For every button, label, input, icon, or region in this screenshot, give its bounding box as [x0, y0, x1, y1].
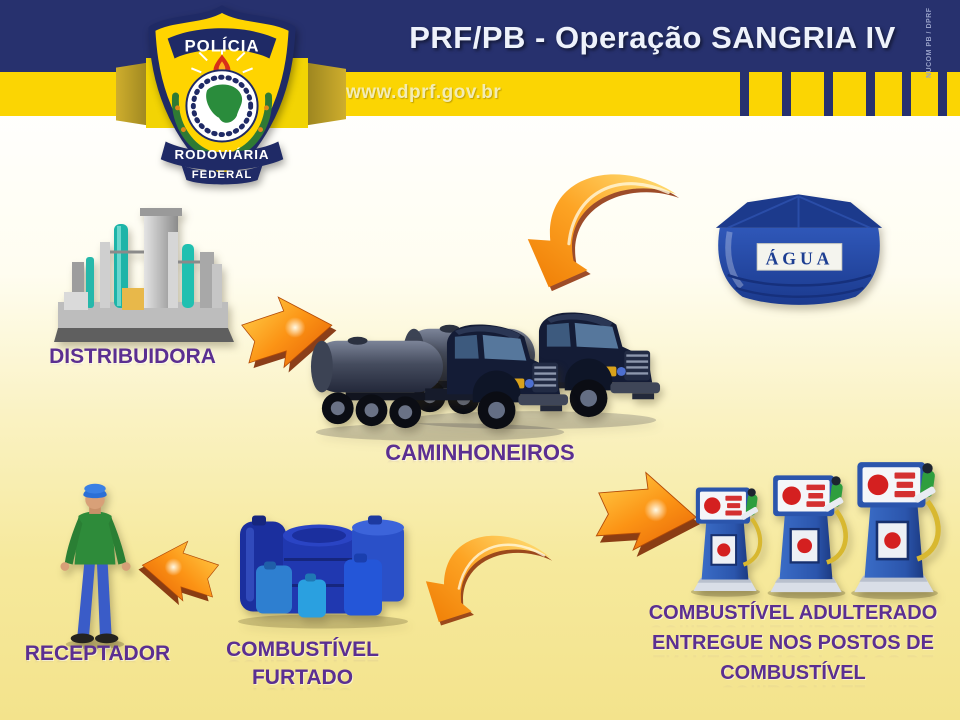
decor-bar	[938, 72, 947, 116]
fuel-pump-icon	[845, 443, 943, 603]
label-line: COMBUSTÍVEL ADULTERADO	[648, 602, 938, 624]
label-line: FURTADO	[251, 666, 354, 689]
label-distribuidora: DISTRIBUIDORA	[49, 345, 216, 368]
label-line: COMBUSTÍVEL	[720, 662, 866, 684]
decor-bar	[782, 72, 791, 116]
tanker-truck-left-icon	[306, 311, 574, 445]
fuel-pump-icon	[686, 472, 764, 600]
prf-badge-icon: POLÍCIA RODOVIÁRIA FEDERAL	[148, 5, 296, 185]
fuel-pump-icon	[762, 458, 850, 602]
label-receptador: RECEPTADOR	[24, 642, 171, 665]
receiver-person-illustration-icon	[60, 483, 131, 650]
label-combustivel-adulterado: COMBUSTÍVEL ADULTERADO ENTREGUE NOS POST…	[628, 598, 958, 688]
label-combustivel-furtado: COMBUSTÍVEL FURTADO	[210, 636, 395, 692]
water-tank-illustration-icon: ÁGUA	[715, 194, 883, 305]
arrow-left-icon	[134, 524, 230, 617]
swoosh-arrow-down-icon	[466, 163, 706, 295]
website-url: www.dprf.gov.br	[346, 82, 502, 103]
decor-bar	[740, 72, 749, 116]
badge-rodoviaria-text: RODOVIÁRIA	[174, 147, 269, 162]
blue-drums-illustration-icon	[238, 515, 408, 629]
water-tank-label: ÁGUA	[766, 248, 834, 268]
label-line: ENTREGUE NOS POSTOS DE	[652, 632, 934, 654]
decor-bar	[824, 72, 833, 116]
credit-vertical-text: NUCOM PB / DPRF	[926, 7, 933, 79]
decor-bar	[902, 72, 911, 116]
decor-bar	[866, 72, 875, 116]
refinery-illustration-icon	[54, 208, 234, 342]
slide-title: PRF/PB - Operação SANGRIA IV	[409, 20, 896, 55]
swoosh-arrow-down-left-icon	[390, 494, 557, 661]
label-line: COMBUSTÍVEL	[226, 638, 379, 661]
badge-top-banner-text: POLÍCIA	[185, 37, 260, 56]
badge-federal-text: FEDERAL	[192, 169, 253, 181]
label-caminhoneiros: CAMINHONEIROS	[385, 440, 575, 465]
